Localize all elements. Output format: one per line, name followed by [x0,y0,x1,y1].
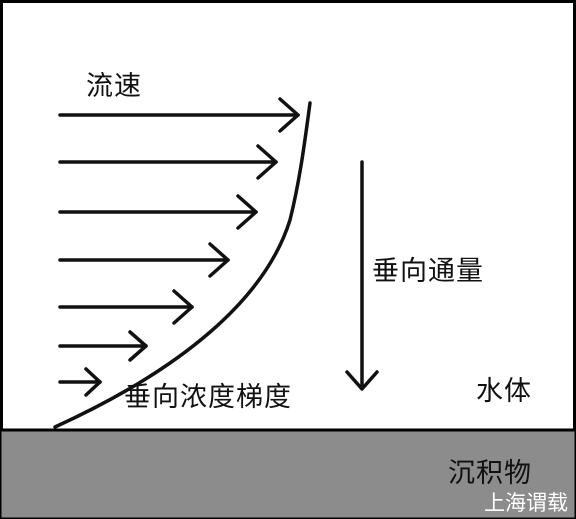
velocity-arrow [58,194,258,230]
water-body-label: 水体 [476,376,532,407]
velocity-label: 流速 [86,71,142,102]
sediment-layer [1,430,575,518]
velocity-arrow [58,97,300,133]
vertical-flux-label: 垂向通量 [372,256,484,287]
vertical-flux-arrow [345,160,379,391]
vertical-concentration-gradient-label: 垂向浓度梯度 [124,382,292,413]
velocity-arrow [58,330,148,362]
velocity-arrow [58,289,194,325]
sediment-label: 沉积物 [448,458,532,489]
watermark-text: 上海谓载 [484,491,568,515]
velocity-profile-curve [53,101,312,429]
velocity-arrows [58,97,300,397]
velocity-arrow [58,144,278,180]
velocity-arrow [58,367,102,397]
velocity-arrow [58,242,230,278]
